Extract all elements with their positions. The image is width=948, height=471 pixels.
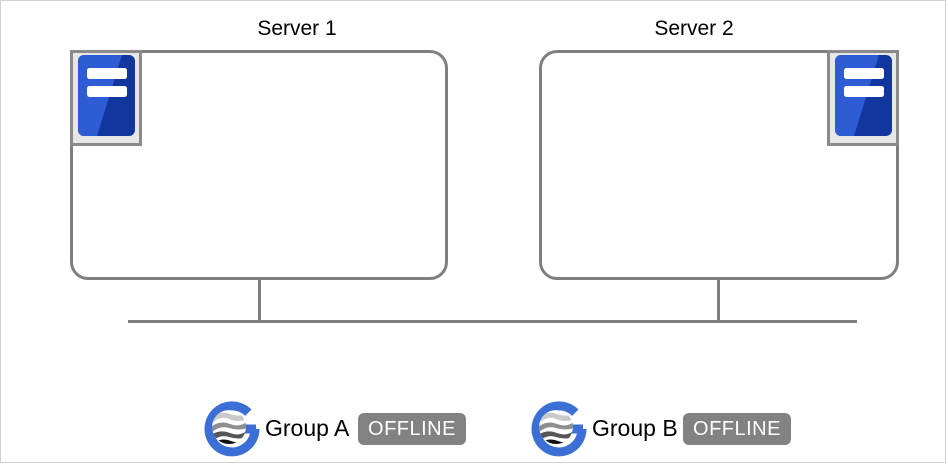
server-tower-icon xyxy=(77,55,135,141)
groupB-item[interactable] xyxy=(530,400,588,458)
group-globe-icon xyxy=(203,401,261,462)
groupB-label: Group B xyxy=(592,415,678,441)
server1-title: Server 1 xyxy=(257,17,337,40)
groupB-status-badge: OFFLINE xyxy=(683,413,791,445)
server1-icon-button[interactable] xyxy=(70,50,142,146)
server2-title: Server 2 xyxy=(654,17,734,40)
network-bus-line xyxy=(128,320,857,323)
groupA-item[interactable] xyxy=(203,400,261,458)
server-tower-icon xyxy=(834,55,892,141)
group-globe-icon xyxy=(530,401,588,462)
server2-network-connector xyxy=(717,279,720,322)
server1-network-connector xyxy=(258,279,261,322)
groupA-status-badge: OFFLINE xyxy=(358,413,466,445)
server2-icon-button[interactable] xyxy=(827,50,899,146)
groupA-label: Group A xyxy=(265,415,350,441)
